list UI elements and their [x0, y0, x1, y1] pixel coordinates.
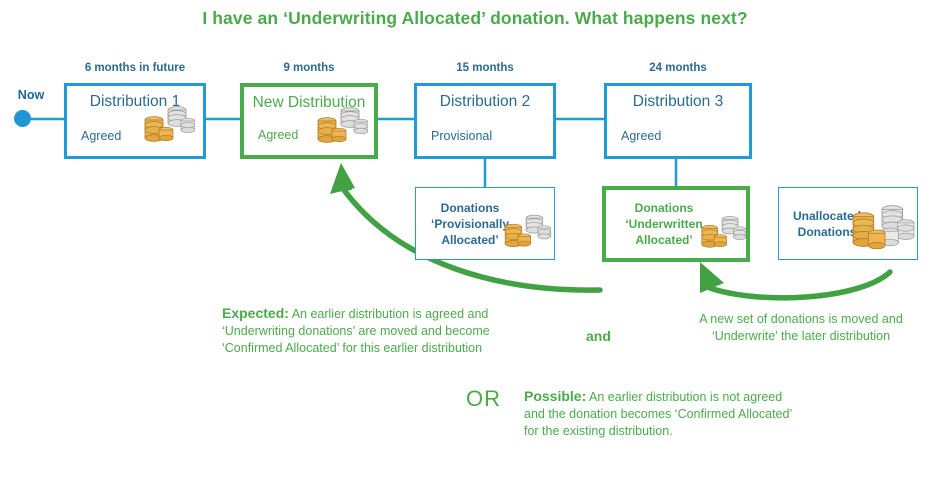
donation-box-provisionally-allocated[interactable]: Donations ‘Provisionally Allocated’ [415, 187, 555, 260]
donation-box-line-1: Donations [634, 201, 694, 215]
note-right-line-2: ‘Underwrite’ the later distribution [711, 329, 891, 343]
donation-box-line-2: Donations [797, 224, 857, 239]
note-expected-rest-1: An earlier distribution is agreed and [288, 307, 489, 321]
note-or-connector: OR [466, 386, 501, 411]
note-possible-line-3: for the existing distribution. [524, 424, 673, 438]
note-expected-lead: Expected: [222, 305, 289, 321]
coin-stack-icon [851, 199, 915, 258]
donation-box-line-3: Allocated’ [635, 233, 693, 247]
donation-drop-connectors [483, 158, 678, 187]
coin-stack-icon [316, 102, 369, 151]
green-curved-arrow-up-icon [330, 163, 603, 293]
donation-box-unallocated[interactable]: Unallocated Donations [778, 187, 918, 260]
donation-box-line-1: Donations [440, 200, 500, 215]
coin-stack-icon [503, 210, 551, 255]
note-expected: Expected: An earlier distribution is agr… [222, 305, 562, 357]
donation-box-line-3: Allocated’ [441, 232, 499, 247]
donation-box-label: Unallocated Donations [783, 208, 871, 240]
note-possible-rest-1: An earlier distribution is not agreed [586, 390, 783, 404]
note-expected-line-2: ‘Underwriting donations’ are moved and b… [222, 324, 490, 338]
donation-box-line-2: ‘Underwritten [625, 217, 703, 231]
timeline-box-title: Distribution 2 [439, 93, 531, 110]
timeline-box-title: Distribution 3 [632, 93, 724, 110]
donation-box-label: Donations ‘Underwritten Allocated’ [612, 200, 716, 248]
donation-box-line-1: Unallocated [792, 208, 861, 223]
month-label-1: 6 months in future [84, 62, 186, 74]
note-possible: Possible: An earlier distribution is not… [524, 388, 864, 440]
donation-box-underwritten-allocated[interactable]: Donations ‘Underwritten Allocated’ [602, 186, 750, 262]
page-title: I have an ‘Underwriting Allocated’ donat… [202, 8, 748, 28]
timeline-box-distribution-3[interactable]: Distribution 3 Agreed [604, 83, 752, 159]
timeline-box-title: New Distribution [252, 94, 366, 111]
donation-box-line-2: ‘Provisionally [430, 216, 510, 231]
timeline-box-status: Provisional [431, 129, 493, 143]
note-right: A new set of donations is moved and ‘Und… [666, 311, 936, 345]
note-expected-line-1: Expected: An earlier distribution is agr… [222, 305, 562, 323]
month-label-3: 15 months [456, 62, 514, 74]
timeline-box-distribution-1[interactable]: Distribution 1 Agreed [64, 83, 206, 159]
green-curved-arrow-left-icon [700, 262, 893, 301]
note-and-connector: and [586, 328, 611, 344]
month-label-4: 24 months [649, 62, 707, 74]
note-expected-line-3: ‘Confirmed Allocated’ for this earlier d… [222, 341, 483, 355]
timeline-box-title: Distribution 1 [89, 93, 181, 110]
note-possible-line-2: and the donation becomes ‘Confirmed Allo… [524, 407, 793, 421]
month-label-2: 9 months [283, 62, 335, 74]
timeline-box-new-distribution[interactable]: New Distribution Agreed [240, 83, 378, 159]
timeline-box-status: Agreed [258, 128, 299, 142]
note-right-line-1: A new set of donations is moved and [699, 312, 903, 326]
coin-stack-icon [700, 211, 747, 256]
now-marker-dot-icon [14, 110, 31, 127]
now-label: Now [17, 88, 45, 102]
donation-box-label: Donations ‘Provisionally Allocated’ [422, 200, 518, 248]
note-possible-line-1: Possible: An earlier distribution is not… [524, 388, 864, 406]
timeline-box-status: Agreed [81, 129, 122, 143]
coin-stack-icon [143, 101, 196, 150]
timeline-box-status: Agreed [621, 129, 662, 143]
note-possible-lead: Possible: [524, 388, 587, 404]
timeline-box-distribution-2[interactable]: Distribution 2 Provisional [414, 83, 556, 159]
